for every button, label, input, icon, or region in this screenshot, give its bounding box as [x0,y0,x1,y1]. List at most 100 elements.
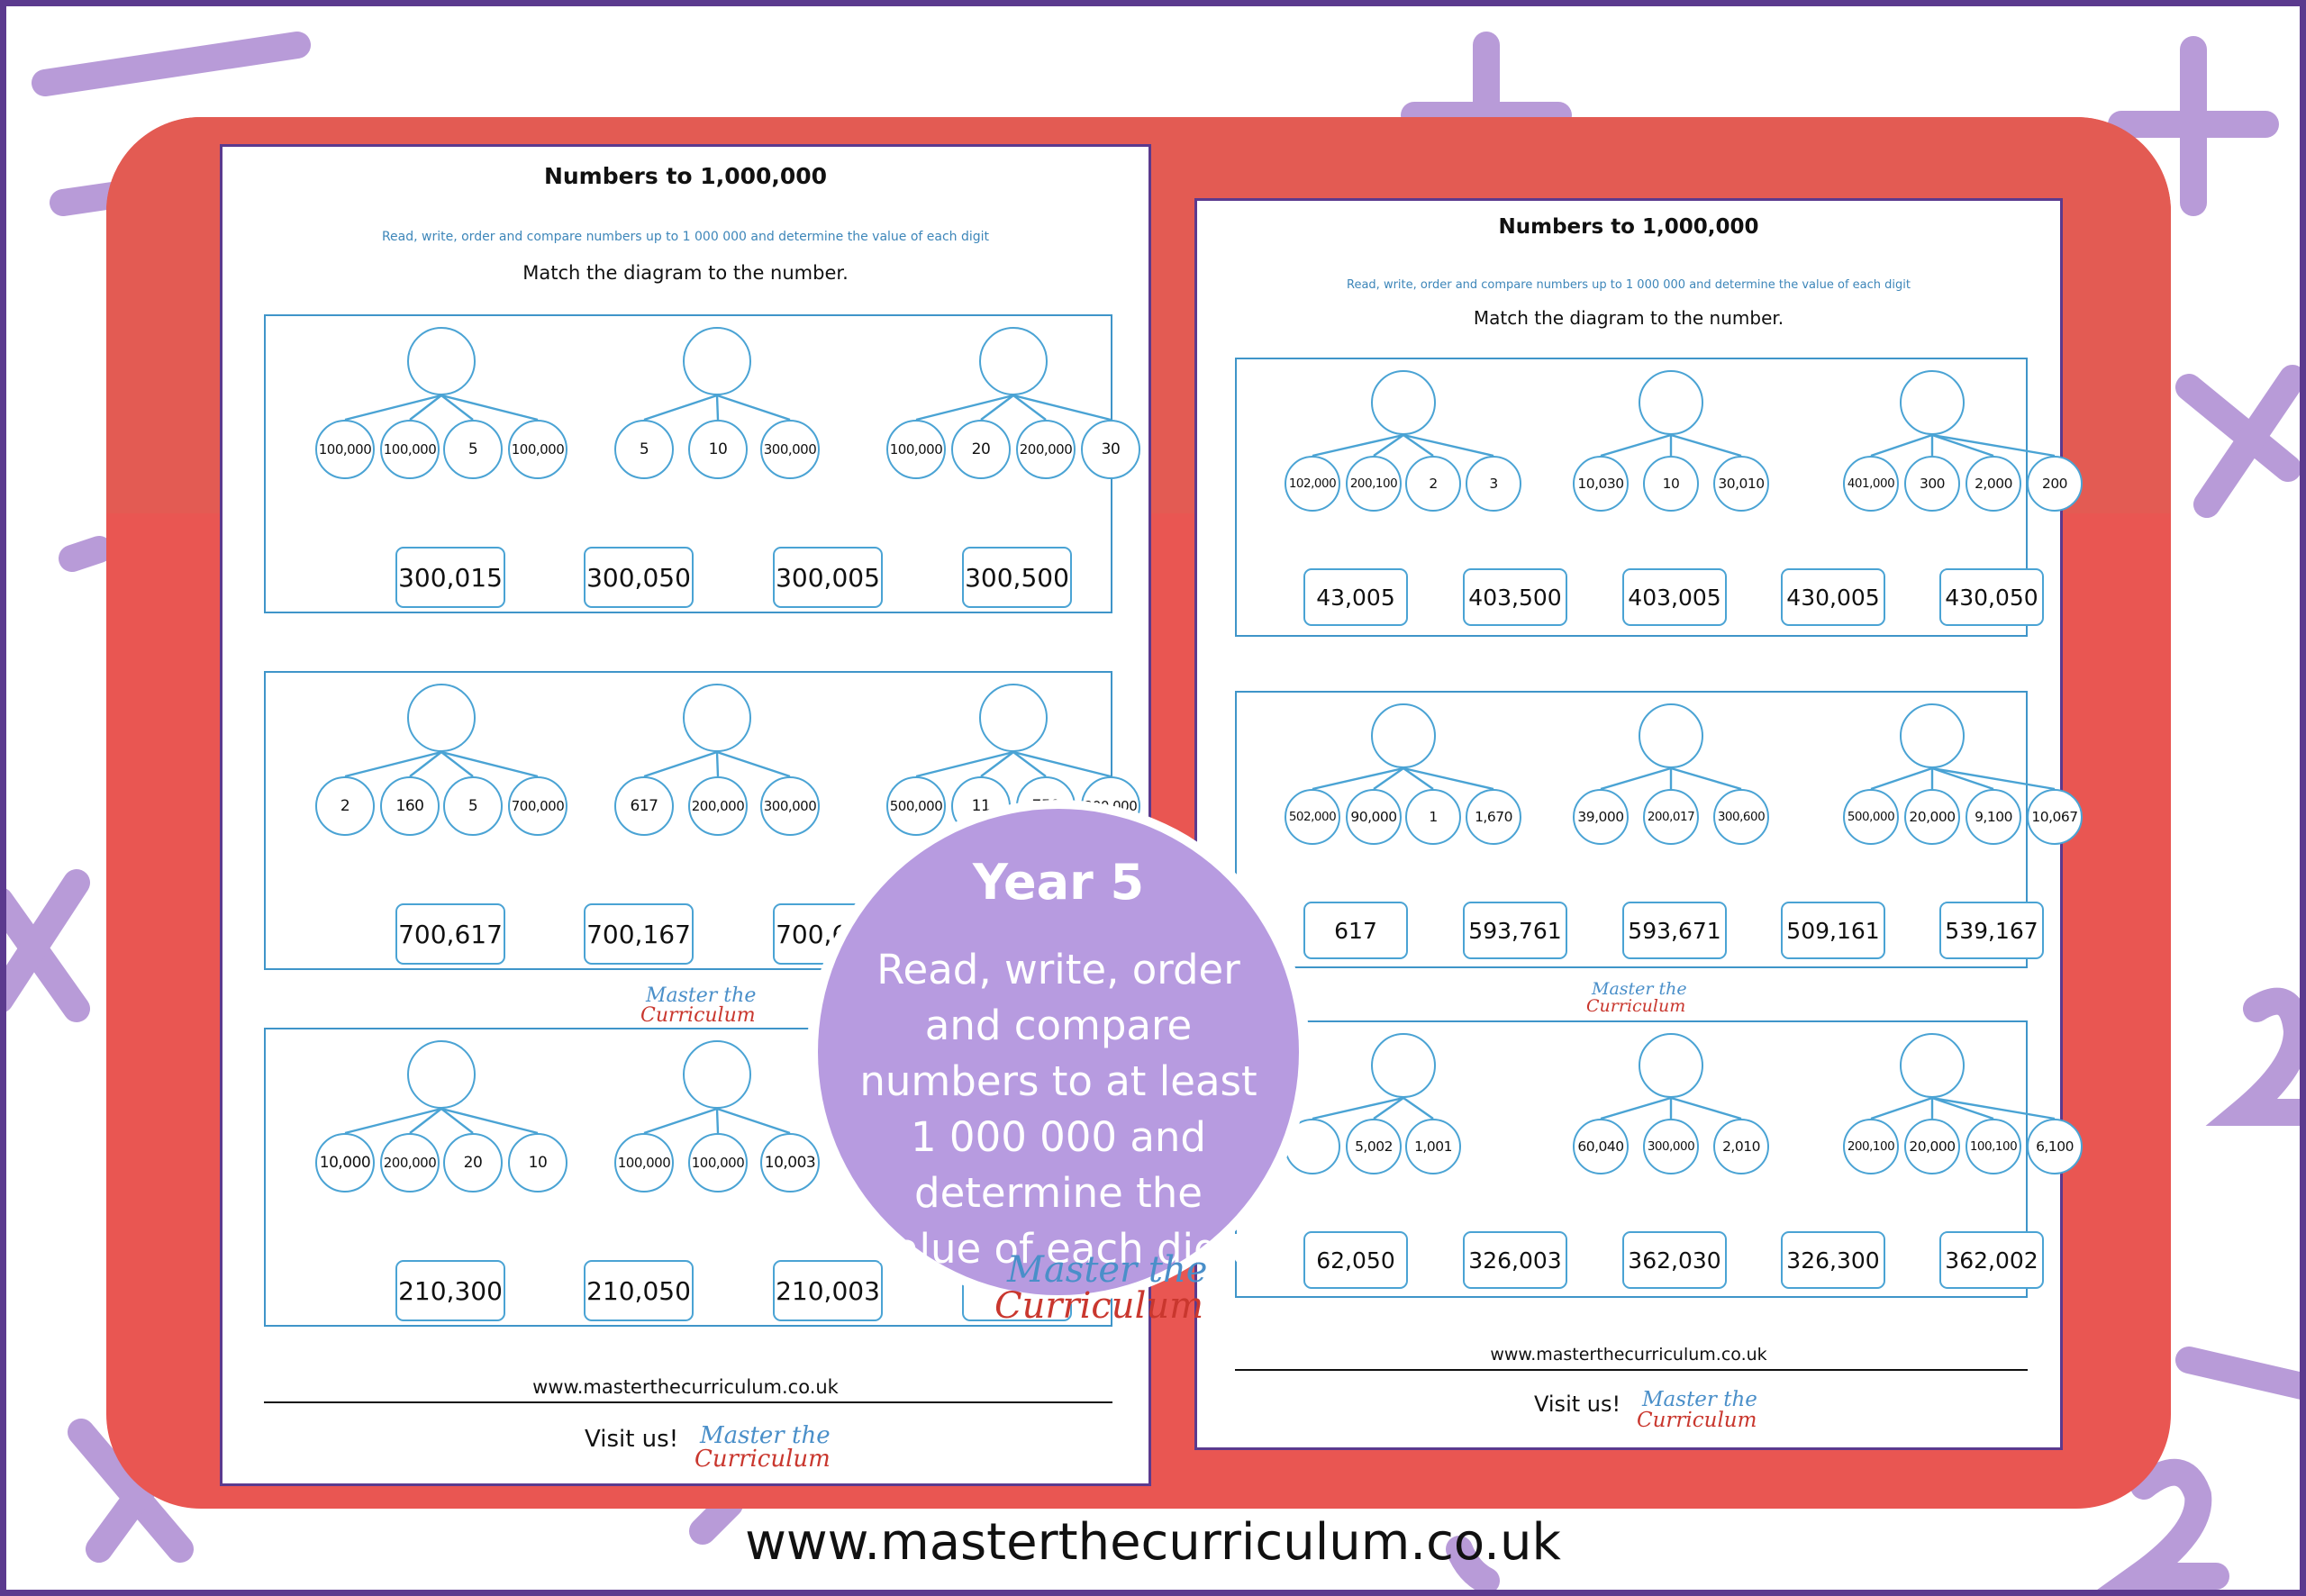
answer-number-card[interactable]: 43,005 [1303,568,1408,626]
bond-line [643,394,718,422]
bond-line [1012,394,1112,422]
part-circle: 10,003 [760,1133,820,1192]
bond-line [1373,434,1404,457]
part-circle: 2 [1405,456,1461,512]
worksheet-title: Numbers to 1,000,000 [543,163,828,189]
answer-number-card[interactable]: 300,005 [773,547,883,608]
bond-line [1600,766,1672,791]
answer-number-card[interactable]: 430,050 [1939,568,2044,626]
answer-number-card[interactable]: 300,015 [395,547,505,608]
badge-year: Year 5 [972,854,1145,911]
bond-line [1870,1096,1933,1120]
bond-line [440,1107,539,1135]
answer-number-card[interactable]: 430,005 [1781,568,1885,626]
logo-line2: Curriculum [695,1446,831,1473]
whole-circle [1371,1033,1436,1098]
part-circle: 100,000 [380,420,440,479]
bond-line [344,394,442,422]
part-circle: 102,000 [1285,456,1340,512]
logo-line1: Master the [1642,1388,1757,1411]
times-symbol [2175,374,2301,482]
times-symbol [0,869,90,1013]
worksheet-url[interactable]: www.masterthecurriculum.co.uk [532,1376,839,1398]
answer-number-card[interactable]: 362,030 [1622,1231,1727,1289]
minus-symbol [59,536,113,572]
answer-number-card[interactable]: 210,050 [584,1260,694,1321]
answer-number-card[interactable]: 593,671 [1622,902,1727,959]
answer-number-card[interactable]: 62,050 [1303,1231,1408,1289]
worksheet-title: Numbers to 1,000,000 [1498,215,1759,239]
bond-line [1670,766,1742,791]
part-circle: 300,000 [760,420,820,479]
bond-lines [344,750,1112,778]
bond-line [715,751,720,777]
answer-number-card[interactable]: 700,617 [395,903,505,965]
whole-circle [1900,703,1965,768]
visit-us-text: Visit us! [1534,1392,1621,1417]
bond-line [1312,766,1404,791]
answer-number-card[interactable]: 362,002 [1939,1231,2044,1289]
part-circle: 39,000 [1573,789,1629,845]
worksheet-url[interactable]: www.masterthecurriculum.co.uk [1490,1345,1767,1365]
fraction-bar [2175,1347,2306,1401]
bond-line [715,1108,720,1134]
whole-circle [683,327,751,395]
answer-number-card[interactable]: 593,761 [1463,902,1567,959]
part-circle: 3 [1466,456,1521,512]
answer-number-card[interactable]: 403,005 [1622,568,1727,626]
answer-number-card[interactable]: 509,161 [1781,902,1885,959]
bond-lines [344,1107,791,1135]
part-circle: 200 [2027,456,2083,512]
bond-line [1312,1096,1404,1120]
part-circle: 6,100 [2027,1119,2083,1174]
number-two [2205,987,2306,1126]
whole-circle [1639,1033,1703,1098]
answer-number-card[interactable]: 403,500 [1463,568,1567,626]
part-circle: 300,600 [1713,789,1769,845]
answer-number-card[interactable]: 326,003 [1463,1231,1567,1289]
footer-url: www.masterthecurriculum.co.uk [745,1513,1561,1572]
bond-line [440,1108,474,1134]
answer-number-card[interactable]: 300,050 [584,547,694,608]
bond-line [915,394,1014,422]
bond-lines [1312,433,2056,458]
answer-number-card[interactable]: 326,300 [1781,1231,1885,1289]
logo-line2: Curriculum [1637,1409,1757,1432]
bond-line [1931,766,2056,791]
number-five [1446,1536,1500,1594]
answer-number-card[interactable]: 210,300 [395,1260,505,1321]
worksheet-instruction: Match the diagram to the number. [1473,307,1784,329]
bond-line [1312,433,1404,458]
bond-lines [1312,766,2056,791]
part-circle: 617 [614,776,674,836]
logo-line1: Master the [646,984,757,1007]
bond-line [716,750,791,778]
number-two [2097,1458,2229,1590]
answer-number-card[interactable]: 300,500 [962,547,1072,608]
whole-circle [683,1040,751,1109]
answer-number-card[interactable]: 700,167 [584,903,694,965]
answer-number-card[interactable]: 210,003 [773,1260,883,1321]
part-circle: 2,010 [1713,1119,1769,1174]
bond-line [1870,766,1933,791]
bond-line [1670,433,1742,458]
year-badge: Year 5 Read, write, order and compare nu… [818,809,1299,1324]
part-circle: 200,100 [1843,1119,1899,1174]
answer-number-card[interactable]: 617 [1303,902,1408,959]
whole-circle [1900,370,1965,435]
visit-us-text: Visit us! [585,1426,679,1453]
part-circle: 401,000 [1843,456,1899,512]
bond-line [1600,1096,1672,1120]
bond-lines [344,394,1112,422]
minus-symbol [689,1491,743,1545]
whole-circle [979,684,1048,752]
part-circle: 10 [1643,456,1699,512]
answer-number-card[interactable]: 539,167 [1939,902,2044,959]
part-circle: 502,000 [1285,789,1340,845]
